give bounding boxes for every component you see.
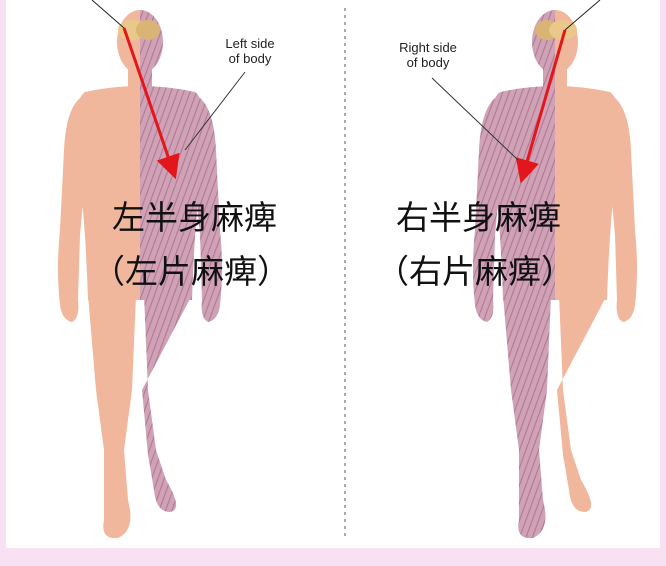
left-hemiplegia-title: 左半身麻痺 [112,198,277,238]
right-hemiplegia-subtitle: （右片麻痺） [376,252,574,292]
callout-left-side-of-body: Left side of body [212,36,288,66]
right-hemiplegia-title: 右半身麻痺 [396,198,561,238]
lesion-pointer-right [565,0,600,30]
left-hemiplegia-subtitle: （左片麻痺） [92,252,290,292]
lesion-pointer-left [92,0,124,28]
callout-right-side-of-body: Right side of body [386,40,470,70]
